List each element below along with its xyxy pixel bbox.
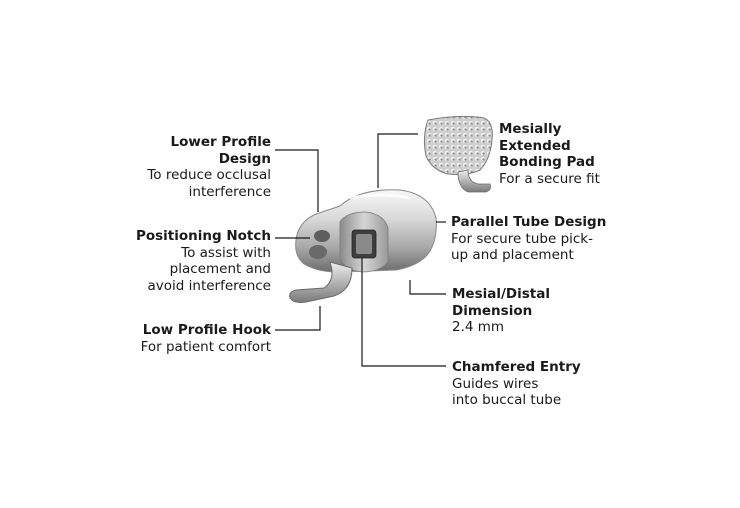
callout-title: Parallel Tube Design <box>451 214 607 230</box>
callout-parallel-tube: Parallel Tube Design For secure tube pic… <box>451 214 631 264</box>
callout-lower-profile: Lower Profile Design To reduce occlusal … <box>101 134 271 200</box>
callout-title: Chamfered Entry <box>452 359 581 375</box>
callout-bonding-pad: Mesially Extended Bonding Pad For a secu… <box>499 121 639 187</box>
tube-body <box>295 189 437 273</box>
callout-desc: For patient comfort <box>140 338 271 355</box>
leader-low-profile-hook <box>275 306 321 331</box>
callout-title: Mesially <box>499 121 562 137</box>
callout-title: Design <box>218 150 271 167</box>
callout-title: Bonding Pad <box>499 154 595 170</box>
callout-positioning-notch: Positioning Notch To assist with placeme… <box>101 228 271 294</box>
callout-title: Extended <box>499 137 571 154</box>
callout-desc: avoid interference <box>147 277 272 294</box>
callout-title: Positioning Notch <box>135 228 271 244</box>
leader-lower-profile <box>275 149 319 212</box>
leader-bonding-pad <box>377 133 418 188</box>
callout-desc: interference <box>188 183 271 200</box>
callout-desc: For secure tube pick- <box>451 230 594 247</box>
callout-title: Low Profile Hook <box>142 322 271 338</box>
callout-low-profile-hook: Low Profile Hook For patient comfort <box>101 322 271 355</box>
callout-mesial-distal: Mesial/Distal Dimension 2.4 mm <box>452 286 602 336</box>
callout-desc: To assist with <box>181 244 271 261</box>
callout-desc: up and placement <box>451 247 574 263</box>
leader-mesial-distal <box>409 280 446 295</box>
bonding-pad <box>423 115 493 193</box>
callout-desc: For a secure fit <box>499 170 600 187</box>
leader-chamfered-entry <box>361 258 446 367</box>
callout-desc: into buccal tube <box>452 392 562 408</box>
callout-desc: To reduce occlusal <box>147 167 271 183</box>
callout-desc: placement and <box>169 261 271 277</box>
callout-desc: Guides wires <box>452 375 539 392</box>
callout-desc: 2.4 mm <box>452 319 505 335</box>
hook <box>289 261 353 303</box>
callout-title: Dimension <box>452 302 533 319</box>
callout-chamfered-entry: Chamfered Entry Guides wires into buccal… <box>452 359 612 409</box>
callout-title: Mesial/Distal <box>452 286 550 302</box>
callout-title: Lower Profile <box>170 134 271 150</box>
